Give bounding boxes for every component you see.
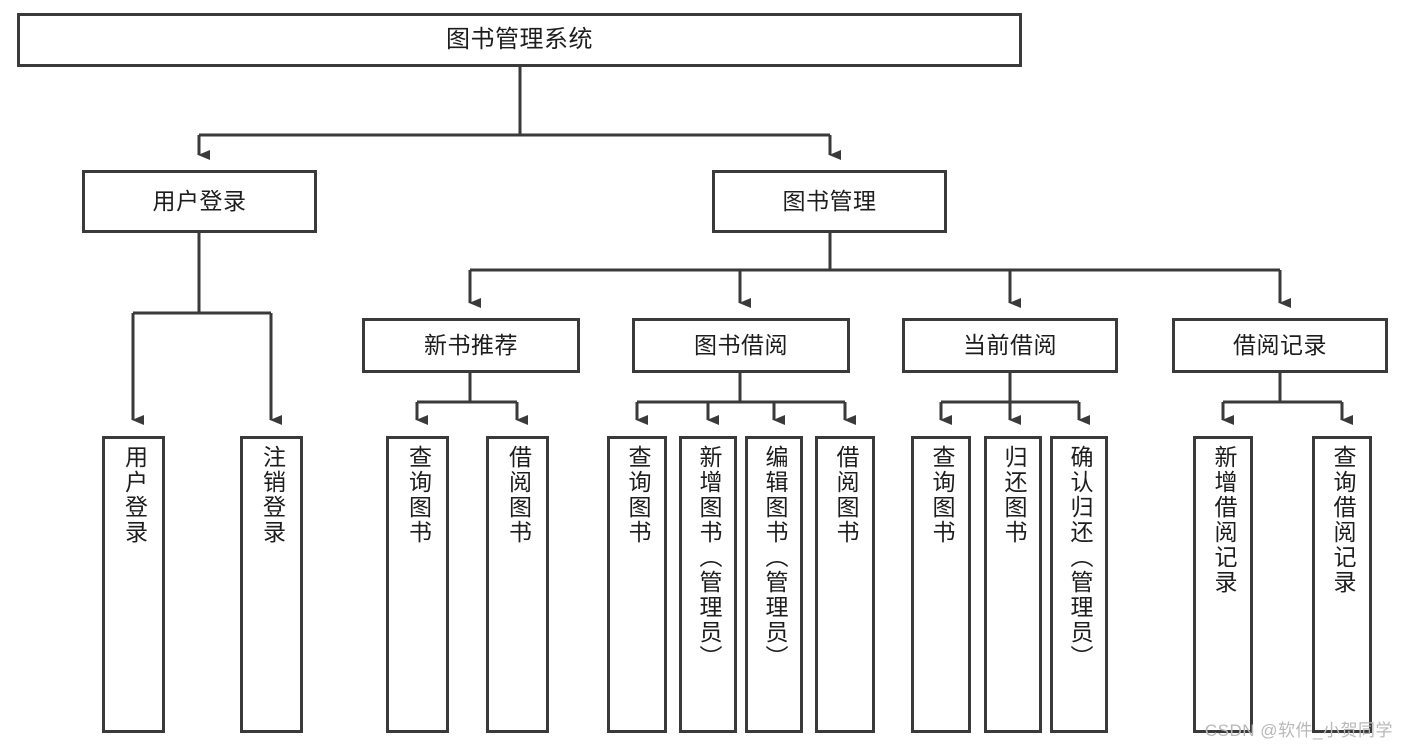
node-root-label: 图书管理系统	[446, 25, 593, 53]
leaf-user-login[interactable]: 用户登录	[102, 436, 165, 733]
node-user-login-label: 用户登录	[152, 187, 247, 214]
node-borrow-record[interactable]: 借阅记录	[1172, 318, 1388, 373]
leaf-confirm-return-label: 确认归还（管理员）	[1066, 445, 1093, 670]
node-current-borrow[interactable]: 当前借阅	[902, 318, 1118, 373]
leaf-query-record[interactable]: 查询借阅记录	[1312, 436, 1372, 733]
leaf-confirm-return[interactable]: 确认归还（管理员）	[1050, 436, 1108, 733]
node-book-borrow[interactable]: 图书借阅	[632, 318, 850, 373]
leaf-query-record-label: 查询借阅记录	[1329, 445, 1356, 595]
leaf-user-login-label: 用户登录	[121, 445, 148, 545]
leaf-return-book[interactable]: 归还图书	[984, 436, 1042, 733]
leaf-user-logout-label: 注销登录	[259, 445, 286, 545]
leaf-user-logout[interactable]: 注销登录	[240, 436, 303, 733]
leaf-borrow-book-1-label: 借阅图书	[505, 445, 532, 545]
leaf-borrow-book-1[interactable]: 借阅图书	[486, 436, 549, 733]
leaf-borrow-book-2-label: 借阅图书	[832, 445, 859, 545]
node-root[interactable]: 图书管理系统	[17, 13, 1022, 67]
leaf-return-book-label: 归还图书	[1000, 445, 1027, 545]
leaf-query-book-3-label: 查询图书	[928, 445, 955, 545]
leaf-add-book[interactable]: 新增图书（管理员）	[679, 436, 737, 733]
node-current-borrow-label: 当前借阅	[963, 331, 1057, 358]
node-borrow-record-label: 借阅记录	[1233, 331, 1327, 358]
watermark: CSDN @软件_小贺同学	[1204, 721, 1393, 740]
leaf-borrow-book-2[interactable]: 借阅图书	[815, 436, 875, 733]
leaf-add-record-label: 新增借阅记录	[1210, 445, 1237, 595]
node-new-book-recommend-label: 新书推荐	[424, 331, 518, 358]
leaf-add-record[interactable]: 新增借阅记录	[1193, 436, 1253, 733]
leaf-query-book-2[interactable]: 查询图书	[607, 436, 667, 733]
leaf-query-book-2-label: 查询图书	[624, 445, 651, 545]
leaf-add-book-label: 新增图书（管理员）	[695, 445, 722, 670]
node-user-login[interactable]: 用户登录	[82, 170, 317, 233]
node-book-borrow-label: 图书借阅	[694, 331, 788, 358]
node-new-book-recommend[interactable]: 新书推荐	[362, 318, 580, 373]
node-book-management-label: 图书管理	[782, 187, 877, 214]
leaf-query-book-1-label: 查询图书	[405, 445, 432, 545]
leaf-edit-book-label: 编辑图书（管理员）	[761, 445, 788, 670]
leaf-edit-book[interactable]: 编辑图书（管理员）	[745, 436, 803, 733]
leaf-query-book-3[interactable]: 查询图书	[911, 436, 971, 733]
leaf-query-book-1[interactable]: 查询图书	[386, 436, 449, 733]
node-book-management[interactable]: 图书管理	[712, 170, 947, 233]
